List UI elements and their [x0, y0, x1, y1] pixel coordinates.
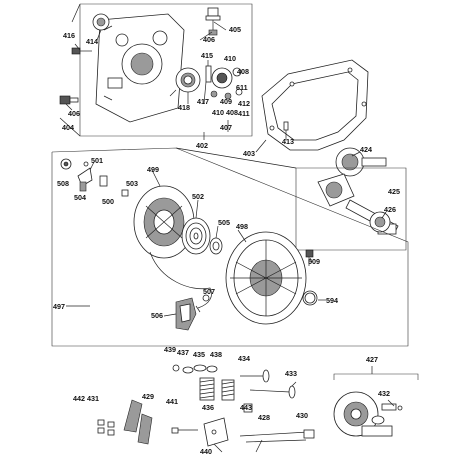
- bolt: [71, 47, 92, 55]
- rope-clip: [202, 294, 210, 302]
- label-501: 501: [91, 156, 103, 165]
- label-594: 594: [326, 296, 338, 305]
- label-498: 498: [236, 222, 248, 231]
- label-426: 426: [384, 205, 396, 214]
- label-406-top: 406: [203, 35, 215, 44]
- label-431: 431: [87, 394, 99, 403]
- crankshaft-gear: [335, 147, 387, 177]
- pawl-spring-assembly: [60, 158, 93, 187]
- label-443: 443: [240, 403, 252, 412]
- oil-filler-plug: [205, 7, 221, 36]
- label-417: 417: [197, 97, 209, 106]
- label-505: 505: [218, 218, 230, 227]
- housing-bolt: [305, 249, 314, 266]
- starter-handle: [175, 297, 197, 331]
- label-408-top: 408: [237, 67, 249, 76]
- label-413: 413: [282, 137, 294, 146]
- crankshaft: [317, 173, 399, 235]
- label-508: 508: [57, 179, 69, 188]
- label-428: 428: [258, 413, 270, 422]
- label-405: 405: [229, 25, 241, 34]
- label-418: 418: [178, 103, 190, 112]
- crankcase-cover: [95, 13, 185, 123]
- label-402: 402: [196, 141, 208, 150]
- label-414: 414: [86, 37, 98, 46]
- starter-pawls: [79, 175, 129, 197]
- label-433: 433: [285, 369, 297, 378]
- label-500: 500: [102, 197, 114, 206]
- label-424: 424: [360, 145, 372, 154]
- ball-bearing: [175, 67, 201, 93]
- recoil-spring: [181, 217, 211, 255]
- label-509: 509: [308, 257, 320, 266]
- starter-rope: [149, 251, 212, 309]
- label-437: 437: [177, 348, 189, 357]
- label-434: 434: [238, 354, 250, 363]
- dowel-pin: [283, 121, 289, 131]
- crankcase-section-frame: [59, 3, 253, 137]
- part-number-labels: 416 414 405 406 415 410 408 611 418 417 …: [53, 25, 400, 456]
- recoil-starter-section-frame: [51, 147, 409, 347]
- label-432: 432: [378, 389, 390, 398]
- drain-plug: [59, 95, 79, 105]
- oil-seal: [92, 13, 110, 31]
- label-436: 436: [202, 403, 214, 412]
- valve-train-parts: [97, 364, 315, 447]
- label-611: 611: [236, 83, 248, 92]
- label-409: 409: [220, 97, 232, 106]
- washer: [209, 237, 223, 255]
- label-507: 507: [203, 287, 215, 296]
- label-497: 497: [53, 302, 65, 311]
- label-410-bottom: 410: [212, 108, 224, 117]
- leader-lines: [65, 21, 395, 453]
- starter-housing: [225, 231, 307, 325]
- label-407: 407: [220, 123, 232, 132]
- crankshaft-frame: [295, 167, 407, 251]
- label-504: 504: [74, 193, 86, 202]
- crankcase-gasket: [261, 59, 369, 151]
- label-435: 435: [193, 350, 205, 359]
- label-499: 499: [147, 165, 159, 174]
- label-502: 502: [192, 192, 204, 201]
- label-403: 403: [243, 149, 255, 158]
- governor-assembly: [205, 65, 243, 100]
- label-442: 442: [73, 394, 85, 403]
- label-411: 411: [238, 109, 250, 118]
- label-410-top: 410: [224, 54, 236, 63]
- label-441: 441: [166, 397, 178, 406]
- label-506: 506: [151, 311, 163, 320]
- camshaft: [333, 373, 419, 437]
- label-412: 412: [238, 99, 250, 108]
- label-404: 404: [62, 123, 74, 132]
- label-438: 438: [210, 350, 222, 359]
- label-430: 430: [296, 411, 308, 420]
- o-ring: [302, 290, 318, 306]
- label-440: 440: [200, 447, 212, 456]
- label-429: 429: [142, 392, 154, 401]
- label-415: 415: [201, 51, 213, 60]
- label-425: 425: [388, 187, 400, 196]
- label-416: 416: [63, 31, 75, 40]
- label-439: 439: [164, 345, 176, 354]
- label-427: 427: [366, 355, 378, 364]
- label-408-bottom: 408: [226, 108, 238, 117]
- label-503: 503: [126, 179, 138, 188]
- starter-reel: [133, 185, 195, 259]
- label-406-left: 406: [68, 109, 80, 118]
